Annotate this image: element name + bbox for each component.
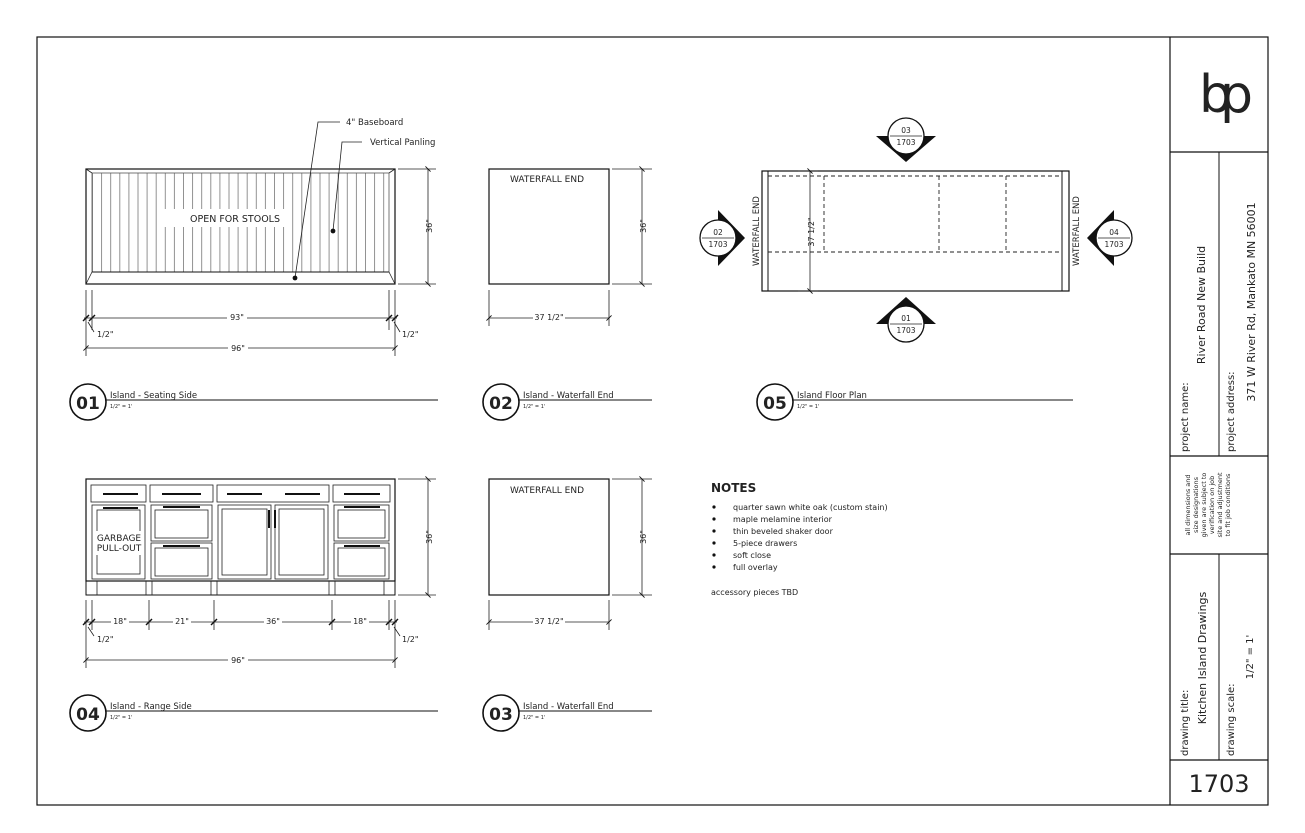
floor-plan: WATERFALL END WATERFALL END 37 1/2"	[752, 168, 1082, 294]
marker-top-view: 03	[901, 126, 911, 135]
view-label-04: 04 Island - Range Side 1/2" = 1'	[69, 694, 438, 732]
sheet-number: 1703	[1188, 770, 1249, 798]
notes-heading: NOTES	[711, 481, 756, 495]
floor-plan-dim-depth: 37 1/2"	[807, 217, 816, 246]
brand-logo-text: bp	[1199, 65, 1251, 125]
waterfall-end-label-top: WATERFALL END	[510, 175, 584, 185]
drawing-title-label: drawing title:	[1180, 690, 1191, 756]
seating-dim-height: 36"	[425, 219, 434, 233]
seating-side-elevation: OPEN FOR STOOLS 4" Baseboard Vertical Pa…	[82, 118, 436, 356]
project-name-label: project name:	[1180, 382, 1191, 452]
notes-item: quarter sawn white oak (custom stain)	[733, 503, 888, 512]
notes-footer: accessory pieces TBD	[711, 588, 798, 597]
range-dim-right-end: 1/2"	[402, 635, 419, 644]
drawing-title: Kitchen Island Drawings	[1196, 591, 1209, 724]
garbage-label-line1: GARBAGE	[97, 534, 142, 544]
waterfall-end-elevation-top: WATERFALL END 36" 37 1/2"	[486, 166, 652, 326]
view-label-05: 05 Island Floor Plan 1/2" = 1'	[756, 383, 1073, 421]
marker-right-sheet: 1703	[1104, 240, 1123, 249]
seating-dim-left-end: 1/2"	[97, 330, 114, 339]
view-01-title: Island - Seating Side	[110, 391, 197, 401]
view-04-number: 04	[76, 705, 100, 725]
seating-dim-right-end: 1/2"	[402, 330, 419, 339]
range-dim-height: 36"	[425, 530, 434, 544]
waterfall-end-dim-height-bottom: 36"	[639, 530, 648, 544]
project-name: River Road New Build	[1195, 246, 1208, 364]
view-02-scale: 1/2" = 1'	[523, 404, 545, 410]
seating-dim-total: 96"	[231, 344, 245, 353]
disclaimer-line: all dimensions and	[1184, 474, 1192, 535]
marker-bottom-sheet: 1703	[896, 326, 915, 335]
disclaimer-line: given are subject to	[1200, 473, 1208, 538]
notes-block: NOTES quarter sawn white oak (custom sta…	[711, 481, 888, 597]
range-dim-seg2: 21"	[175, 617, 189, 626]
disclaimer-line: size designations	[1192, 476, 1200, 533]
range-side-elevation: GARBAGE PULL-OUT 36"	[82, 476, 436, 668]
disclaimer-line: verification on job	[1208, 476, 1216, 535]
section-marker-right: 04 1703	[1087, 210, 1133, 266]
floor-plan-left-end-label: WATERFALL END	[752, 196, 762, 266]
notes-item: 5-piece drawers	[733, 539, 797, 548]
waterfall-end-dim-width-bottom: 37 1/2"	[534, 617, 563, 626]
callout-baseboard: 4" Baseboard	[346, 118, 403, 128]
waterfall-end-dim-width-top: 37 1/2"	[534, 313, 563, 322]
range-dim-seg3: 36"	[266, 617, 280, 626]
view-02-title: Island - Waterfall End	[523, 391, 614, 401]
drawing-scale: 1/2" = 1'	[1245, 635, 1256, 680]
seating-center-label: OPEN FOR STOOLS	[190, 214, 280, 225]
section-marker-left: 02 1703	[699, 210, 745, 266]
marker-left-view: 02	[713, 228, 723, 237]
view-02-number: 02	[489, 394, 513, 414]
notes-item: full overlay	[733, 563, 778, 572]
view-label-02: 02 Island - Waterfall End 1/2" = 1'	[482, 383, 652, 421]
view-05-number: 05	[763, 394, 787, 414]
view-label-03: 03 Island - Waterfall End 1/2" = 1'	[482, 694, 652, 732]
marker-left-sheet: 1703	[708, 240, 727, 249]
marker-bottom-view: 01	[901, 314, 911, 323]
waterfall-end-dim-height-top: 36"	[639, 219, 648, 233]
range-dim-total: 96"	[231, 656, 245, 665]
view-03-number: 03	[489, 705, 513, 725]
marker-top-sheet: 1703	[896, 138, 915, 147]
view-03-scale: 1/2" = 1'	[523, 715, 545, 721]
floor-plan-right-end-label: WATERFALL END	[1072, 196, 1082, 266]
drawing-scale-label: drawing scale:	[1226, 683, 1237, 756]
view-01-number: 01	[76, 394, 100, 414]
title-block: bp project name: River Road New Build pr…	[1169, 37, 1268, 805]
project-address: 371 W River Rd, Mankato MN 56001	[1245, 202, 1258, 401]
range-dim-seg1: 18"	[113, 617, 127, 626]
range-dim-left-end: 1/2"	[97, 635, 114, 644]
disclaimer-line: site and adjustment	[1216, 472, 1224, 538]
view-05-title: Island Floor Plan	[797, 391, 867, 401]
waterfall-end-label-bottom: WATERFALL END	[510, 486, 584, 496]
callout-paneling: Vertical Panling	[370, 138, 435, 148]
seating-dim-inner: 93"	[230, 313, 244, 322]
disclaimer-line: to fit job conditions	[1224, 473, 1232, 536]
view-01-scale: 1/2" = 1'	[110, 404, 132, 410]
notes-item: maple melamine interior	[733, 515, 833, 524]
notes-item: soft close	[733, 551, 771, 560]
view-04-scale: 1/2" = 1'	[110, 715, 132, 721]
waterfall-end-elevation-bottom: WATERFALL END 36" 37 1/2"	[486, 476, 652, 630]
notes-item: thin beveled shaker door	[733, 527, 834, 536]
project-address-label: project address:	[1226, 371, 1237, 452]
garbage-label-line2: PULL-OUT	[97, 544, 142, 554]
view-05-scale: 1/2" = 1'	[797, 404, 819, 410]
marker-right-view: 04	[1109, 228, 1119, 237]
view-label-01: 01 Island - Seating Side 1/2" = 1'	[69, 383, 438, 421]
sheet-border	[36, 36, 1269, 806]
section-marker-bottom: 01 1703	[876, 297, 936, 343]
section-marker-top: 03 1703	[876, 117, 936, 162]
range-dim-seg4: 18"	[353, 617, 367, 626]
view-03-title: Island - Waterfall End	[523, 702, 614, 712]
brand-logo: bp	[1199, 65, 1263, 125]
view-04-title: Island - Range Side	[110, 702, 192, 712]
